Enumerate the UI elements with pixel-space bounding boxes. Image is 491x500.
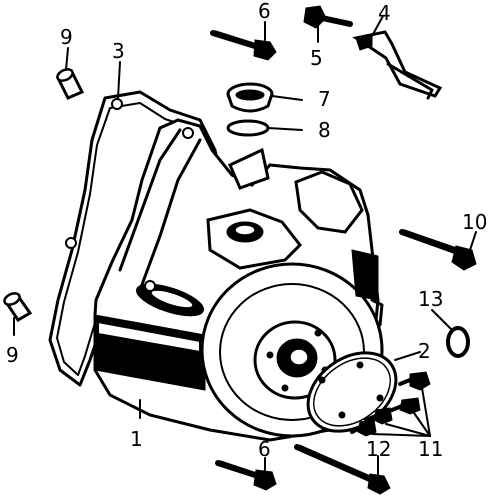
bolt-12 <box>294 444 391 495</box>
callout-6-top: 6 <box>258 0 271 23</box>
dowel-pin-upper <box>55 68 85 100</box>
callout-7: 7 <box>318 87 331 111</box>
callout-6-bottom: 6 <box>258 437 271 461</box>
bolt-10 <box>399 229 477 271</box>
callout-11: 11 <box>418 437 443 461</box>
callout-8: 8 <box>318 118 331 142</box>
callout-9-top: 9 <box>60 25 73 49</box>
callout-10: 10 <box>462 210 487 234</box>
inspection-plate-part <box>306 351 398 433</box>
callout-12: 12 <box>366 437 391 461</box>
leader-lines <box>13 15 477 475</box>
callout-5: 5 <box>310 46 323 70</box>
callout-13: 13 <box>418 287 443 311</box>
bolt-lower-6 <box>215 460 277 491</box>
callout-4: 4 <box>378 1 391 25</box>
cable-clamp-part <box>352 30 443 100</box>
callout-3: 3 <box>112 39 125 63</box>
callout-2: 2 <box>418 339 431 363</box>
engine-cover-part <box>93 118 384 442</box>
o-ring-part <box>226 119 270 137</box>
bolt-5 <box>303 5 353 29</box>
dowel-pin-lower <box>3 292 33 323</box>
callout-9-bottom: 9 <box>6 343 19 367</box>
callout-1: 1 <box>130 427 143 451</box>
bolt-upper-6 <box>210 30 277 61</box>
screws-11 <box>350 371 431 437</box>
filler-cap-part <box>226 82 274 113</box>
o-ring-13 <box>446 326 470 358</box>
